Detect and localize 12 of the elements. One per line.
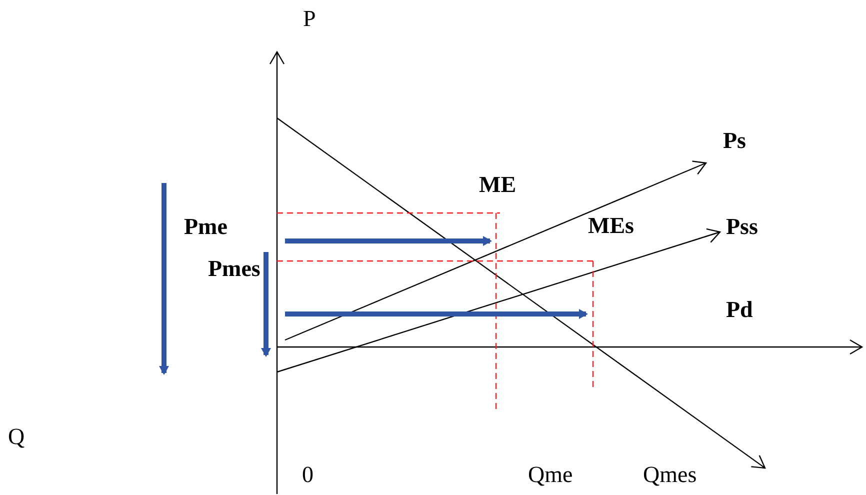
curve-label: Ps bbox=[723, 128, 746, 154]
price-label: Pmes bbox=[208, 256, 260, 282]
quantity-label: Qme bbox=[528, 462, 573, 488]
quantity-label: Qmes bbox=[643, 462, 697, 488]
axis-label: Q bbox=[8, 424, 25, 450]
curve-label: Pd bbox=[726, 297, 753, 323]
axis-label: P bbox=[303, 6, 316, 32]
curve-label: Pss bbox=[726, 214, 758, 240]
point-label: MEs bbox=[588, 213, 634, 239]
price-label: Pme bbox=[184, 214, 228, 240]
point-label: ME bbox=[479, 172, 516, 198]
origin-label: 0 bbox=[302, 462, 314, 488]
